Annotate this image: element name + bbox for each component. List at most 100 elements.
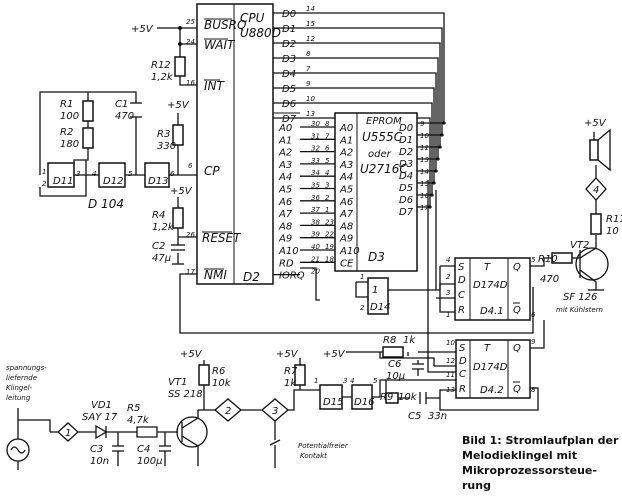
flipflop-d42: +5V R8 1k C6 10µ S D C R T Q Q D174D D4.… xyxy=(323,180,545,422)
cpu-addr-pinno-8: 38 xyxy=(311,218,320,226)
cpu-addr-pinno-7: 37 xyxy=(311,206,320,214)
vd1-label: VD1 xyxy=(91,400,112,411)
r6-label: R6 xyxy=(212,366,225,377)
cpu-data-pin-d3: D3 xyxy=(282,54,296,65)
ff1-q: Q xyxy=(513,262,521,273)
r3-value: 330 xyxy=(157,141,176,152)
eprom-addr-pinno-5: 3 xyxy=(325,182,329,190)
d11-label: D11 xyxy=(53,176,73,187)
eprom-addr-pinno-3: 5 xyxy=(325,157,330,165)
d12-pin-5: 5 xyxy=(128,170,133,178)
cpu-ref: D2 xyxy=(243,270,260,284)
cpu-addr-pinno-0: 30 xyxy=(311,120,320,128)
c6-label: C6 xyxy=(388,359,401,370)
cpu-addr-pin-a8: A8 xyxy=(278,221,292,232)
cpu-addr-pinno-4: 34 xyxy=(311,169,320,177)
cpu-addr-pin-a3: A3 xyxy=(278,160,292,171)
ff2-pin-10: 10 xyxy=(446,339,455,347)
cpu-addr-pin-a1: A1 xyxy=(278,135,292,146)
ff1-ref: D4.1 xyxy=(480,306,504,317)
eprom-addr-pinno-10: 19 xyxy=(325,243,334,251)
cpu-data-pinno-3: 8 xyxy=(306,50,311,58)
vt1-type: SS 218 xyxy=(168,389,203,400)
eprom-addr-pin-a1: A1 xyxy=(339,135,353,146)
eprom-title: EPROM xyxy=(366,116,402,127)
vt2-label: VT2 xyxy=(570,240,589,251)
eprom-type: U555C xyxy=(362,130,403,144)
contact-label-2: Kontakt xyxy=(300,452,327,460)
eprom-data-pin-d1: D1 xyxy=(399,135,413,146)
r11-label: R11 xyxy=(606,214,622,225)
cpu-data-pinno-7: 13 xyxy=(306,110,315,118)
cpu-addr-pinno-3: 33 xyxy=(311,157,320,165)
cpu-pin-int: INT xyxy=(204,79,226,93)
eprom-data-pinno-5: 15 xyxy=(420,180,429,188)
cpu-data-pin-d6: D6 xyxy=(282,99,296,110)
cpu-addr-pinno-6: 36 xyxy=(311,194,320,202)
r4-label: R4 xyxy=(152,210,165,221)
eprom-data-pin-d7: D7 xyxy=(399,207,414,218)
cpu-data-pin-d4: D4 xyxy=(282,69,296,80)
r9-label: R9 xyxy=(380,392,393,403)
d16-pin-4: 4 xyxy=(350,377,354,385)
eprom-data-pin-d5: D5 xyxy=(399,183,413,194)
cpu-data-pin-d1: D1 xyxy=(282,24,296,35)
eprom: EPROM U555C oder U2716C D3 xyxy=(334,112,418,272)
eprom-data-pin-d6: D6 xyxy=(399,195,413,206)
cpu-addr-pin-a4: A4 xyxy=(278,172,292,183)
cpu-addr-pinno-1: 31 xyxy=(311,132,320,140)
r5-label: R5 xyxy=(127,403,140,414)
cpu-addr-pinno-5: 35 xyxy=(311,182,320,190)
output-stage: R10 470 R11 10 VT2 SF 126 mit Kühlstern … xyxy=(538,118,622,314)
vt2-type: SF 126 xyxy=(563,292,597,303)
d15-label: D15 xyxy=(323,397,343,408)
cpu-data-pin-d7: D7 xyxy=(282,114,297,125)
c1-label: C1 xyxy=(115,99,128,110)
eprom-or: oder xyxy=(368,149,392,160)
eprom-data-pinno-7: 17 xyxy=(420,204,429,212)
ff1-pin-3: 3 xyxy=(446,289,450,297)
cpu-addr-pinno-9: 39 xyxy=(311,231,320,239)
r6-value: 10k xyxy=(212,378,232,389)
cpu-addr-pinno-2: 32 xyxy=(311,145,320,153)
speaker-supply: +5V xyxy=(584,118,607,129)
ff2-r: R xyxy=(459,384,466,395)
ff2-pin-11: 11 xyxy=(446,371,455,379)
eprom-alt-type: U2716C xyxy=(360,162,408,176)
ff1-pin-4: 4 xyxy=(446,256,450,264)
cpu-pinno-25: 25 xyxy=(186,18,195,26)
c2-value: 47µ xyxy=(152,253,171,264)
ff2-t: T xyxy=(484,343,491,354)
cpu-addr-pinno-11: 21 xyxy=(311,255,320,263)
cpu-pin-wait: WAIT xyxy=(204,38,236,52)
eprom-data-pin-d2: D2 xyxy=(399,147,413,158)
cpu-supply-label: +5V xyxy=(131,24,154,35)
d14-pin-1: 1 xyxy=(360,273,364,281)
eprom-data-pin-d4: D4 xyxy=(399,171,413,182)
r8-value: 1k xyxy=(403,335,416,346)
eprom-addr-pinno-0: 8 xyxy=(325,120,330,128)
caption-line-4: rung xyxy=(462,479,491,492)
eprom-pins: A08A17A26A35A44A53A62A71A823A922A1019CE1… xyxy=(325,120,429,269)
cpu-data-pin-d2: D2 xyxy=(282,39,296,50)
caption-line-2: Melodieklingel mit xyxy=(462,449,577,462)
ff1-pin-5: 5 xyxy=(531,256,536,264)
input-label-1: spannungs- xyxy=(6,364,47,372)
eprom-data-pin-d3: D3 xyxy=(399,159,413,170)
cpu-addr-pin-a2: A2 xyxy=(278,148,292,159)
d15-pin-1: 1 xyxy=(314,377,318,385)
d11-pin-1: 1 xyxy=(42,168,46,176)
ff1-d: D xyxy=(458,275,466,286)
ff2-q: Q xyxy=(513,343,521,354)
cpu-pinno-cp: 6 xyxy=(188,162,193,170)
ff2-type: D174D xyxy=(473,362,508,373)
cpu-data-pinno-6: 10 xyxy=(306,95,315,103)
eprom-data-pinno-0: 9 xyxy=(420,120,425,128)
cpu-addr-pin-a6: A6 xyxy=(278,197,292,208)
c4-label: C4 xyxy=(137,444,150,455)
vt1-label: VT1 xyxy=(168,377,187,388)
vt2-heatsink: mit Kühlstern xyxy=(556,306,603,314)
r1-label: R1 xyxy=(60,99,73,110)
eprom-addr-pinno-4: 4 xyxy=(325,169,329,177)
clock-oscillator: D11 D12 D13 D 104 1 2 3 4 5 6 R1 100 R2 … xyxy=(39,91,197,211)
